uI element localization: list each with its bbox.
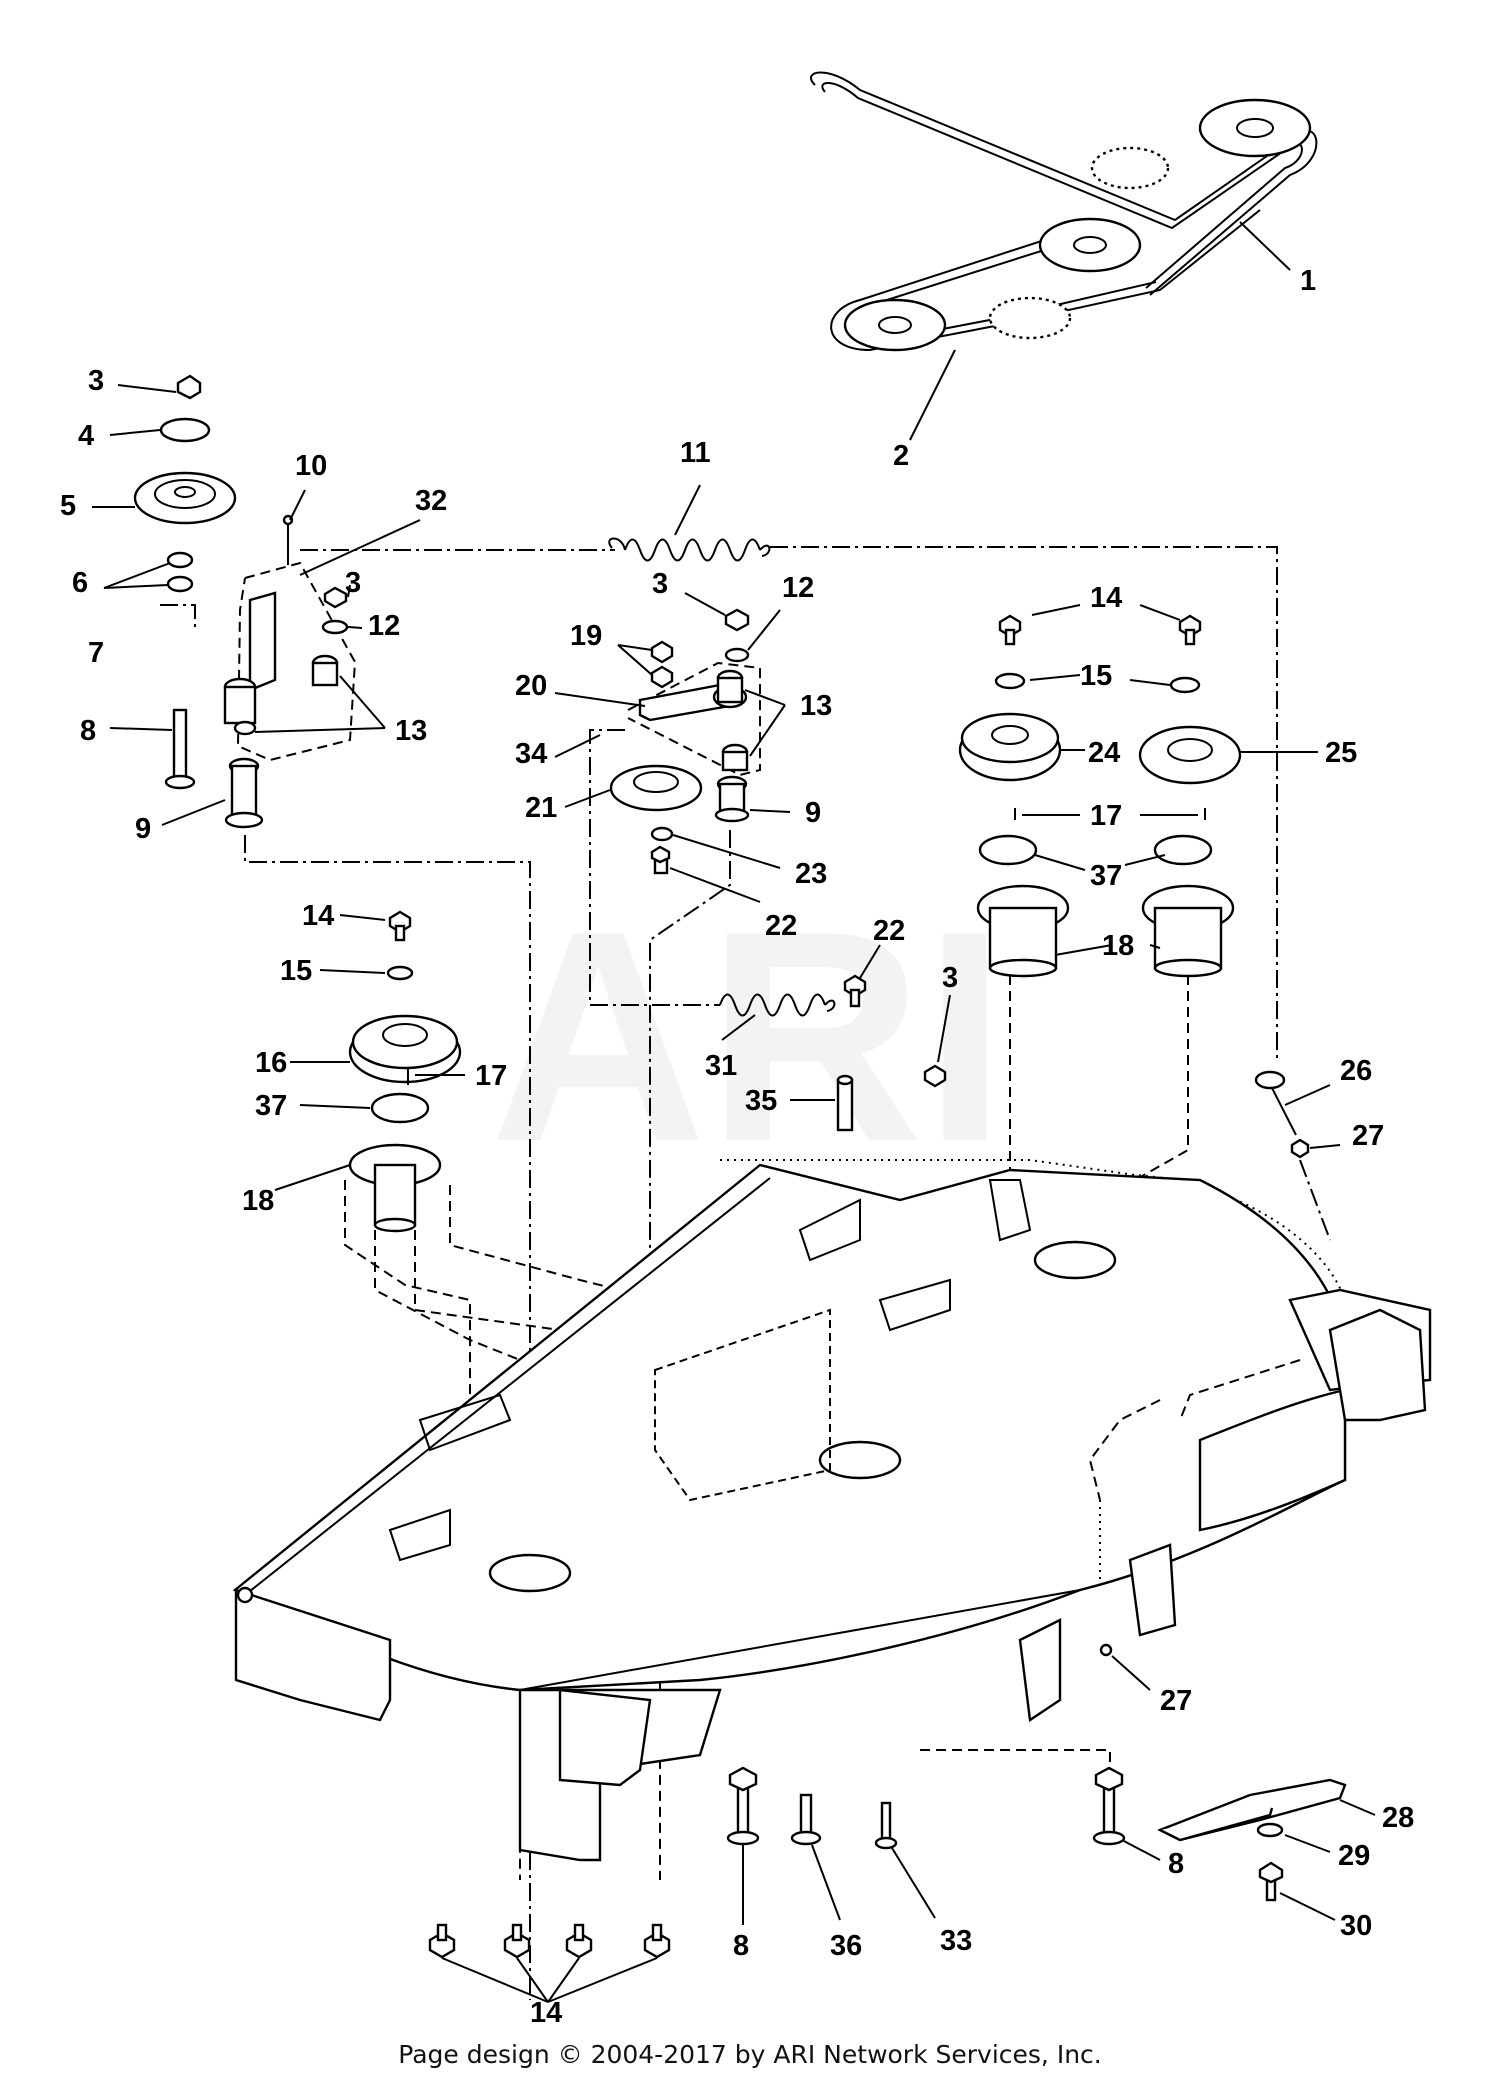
callout-30: 30 (1340, 1910, 1372, 1942)
callout-4: 4 (78, 420, 94, 452)
callout-31: 31 (705, 1050, 737, 1082)
callout-8: 8 (80, 715, 96, 747)
mower-deck (232, 1159, 1432, 1862)
callout-8: 8 (1168, 1848, 1184, 1880)
callout-3: 3 (88, 365, 104, 397)
callout-3: 3 (652, 568, 668, 600)
callout-26: 26 (1340, 1055, 1372, 1087)
callout-23: 23 (795, 858, 827, 890)
callout-2: 2 (893, 440, 909, 472)
callout-6: 6 (72, 567, 88, 599)
callout-1: 1 (1300, 265, 1316, 297)
callout-labels: 1 2 3 4 5 10 32 11 6 3 12 7 8 13 9 3 12 … (60, 265, 1414, 2029)
callout-5: 5 (60, 490, 76, 522)
callout-25: 25 (1325, 737, 1357, 769)
callout-37: 37 (1090, 860, 1122, 892)
callout-3: 3 (942, 962, 958, 994)
callout-14: 14 (530, 1997, 562, 2029)
callout-24: 24 (1088, 737, 1120, 769)
callout-37: 37 (255, 1090, 287, 1122)
callout-14: 14 (1090, 582, 1122, 614)
callout-36: 36 (830, 1930, 862, 1962)
callout-16: 16 (255, 1047, 287, 1079)
callout-9: 9 (805, 797, 821, 829)
blade (1157, 1778, 1376, 1842)
callout-19: 19 (570, 620, 602, 652)
callout-21: 21 (525, 792, 557, 824)
callout-3: 3 (345, 567, 361, 599)
callout-8: 8 (733, 1930, 749, 1962)
callout-20: 20 (515, 670, 547, 702)
copyright-footer: Page design © 2004-2017 by ARI Network S… (398, 2040, 1102, 2069)
callout-27: 27 (1352, 1120, 1384, 1152)
callout-17: 17 (475, 1060, 507, 1092)
callout-35: 35 (745, 1085, 777, 1117)
callout-32: 32 (415, 485, 447, 517)
callout-11: 11 (680, 437, 711, 469)
callout-33: 33 (940, 1925, 972, 1957)
callout-15: 15 (1080, 660, 1112, 692)
watermark: ARI (490, 868, 1007, 1204)
callout-12: 12 (782, 572, 814, 604)
callout-27: 27 (1160, 1685, 1192, 1717)
callout-10: 10 (295, 450, 327, 482)
tension-spring-lower (719, 993, 836, 1041)
callout-13: 13 (800, 690, 832, 722)
callout-13: 13 (395, 715, 427, 747)
callout-18: 18 (242, 1185, 274, 1217)
center-idler-assembly (554, 592, 791, 1295)
callout-15: 15 (280, 955, 312, 987)
small-hardware (790, 944, 1341, 1241)
callout-12: 12 (368, 610, 400, 642)
callout-9: 9 (135, 813, 151, 845)
callout-17: 17 (1090, 800, 1122, 832)
callout-29: 29 (1338, 1840, 1370, 1872)
callout-34: 34 (515, 738, 547, 770)
callout-22: 22 (873, 915, 905, 947)
bottom-hardware (428, 1749, 1376, 2003)
left-idler-assembly (92, 374, 531, 2000)
callout-22: 22 (765, 910, 797, 942)
callout-28: 28 (1382, 1802, 1414, 1834)
callout-7: 7 (88, 637, 104, 669)
callout-18: 18 (1102, 930, 1134, 962)
callout-14: 14 (302, 900, 334, 932)
belt-assembly (810, 71, 1318, 441)
tension-spring-top (300, 484, 1278, 1060)
